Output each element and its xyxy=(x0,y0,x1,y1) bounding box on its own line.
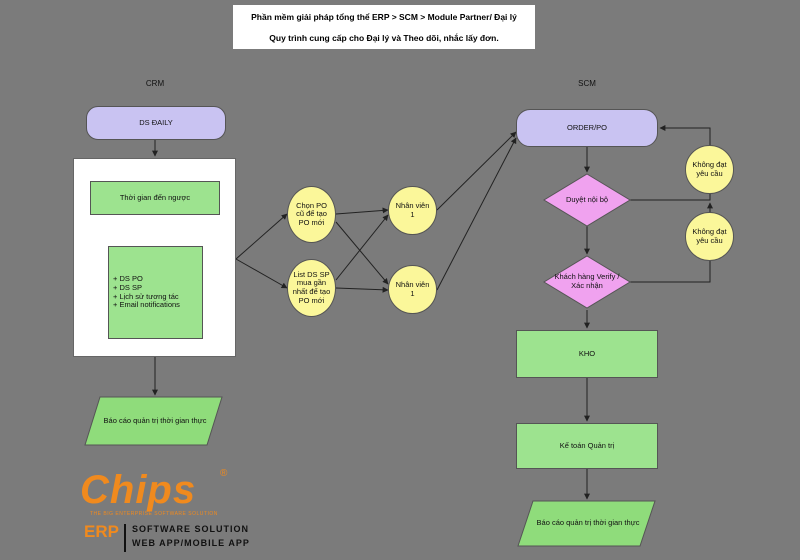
registered-mark: ® xyxy=(220,468,228,479)
arrow-list-to-nv-top xyxy=(335,214,389,281)
brand-line-1: SOFTWARE SOLUTION xyxy=(132,524,249,534)
node-ke-toan: Kế toán Quản trị xyxy=(516,423,658,469)
arrow-nv-bottom-to-order xyxy=(436,137,517,291)
node-ds-daily: DS ĐAILY xyxy=(86,106,226,140)
arrow-list-to-nv-bottom xyxy=(335,286,389,293)
node-bao-cao-left: Báo cáo quản trị thời gian thực xyxy=(103,415,207,425)
node-info-list: + DS PO + DS SP + Lịch sử tương tác + Em… xyxy=(108,246,203,339)
arrow-panel-to-chon-po xyxy=(235,213,288,260)
section-label-scm: SCM xyxy=(578,79,596,88)
node-kho: KHO xyxy=(516,330,658,378)
node-khong-dat-bottom: Không đạt yêu cầu xyxy=(685,212,734,261)
node-nhan-vien-bottom: Nhân viên 1 xyxy=(388,265,437,314)
brand-line-2: WEB APP/MOBILE APP xyxy=(132,538,250,548)
brand-divider xyxy=(124,524,126,552)
node-nhan-vien-top: Nhân viên 1 xyxy=(388,186,437,235)
header-title: Phần mềm giải pháp tổng thể ERP > SCM > … xyxy=(251,12,517,22)
decision-duyet-noi-bo xyxy=(543,173,631,227)
decision-khach-hang-verify xyxy=(543,255,631,309)
node-thoi-gian: Thời gian đến ngược xyxy=(90,181,220,215)
report-left-shape xyxy=(84,396,223,446)
brand-tagline: THE BIG ENTERPRISE SOFTWARE SOLUTION xyxy=(90,511,218,517)
report-right-shape xyxy=(517,500,656,547)
node-list-ds-sp: List DS SP mua gần nhất để tạo PO mới xyxy=(287,259,336,317)
section-label-crm: CRM xyxy=(145,79,165,88)
node-order-po: ORDER/PO xyxy=(516,109,658,147)
brand-wordmark: Chips xyxy=(80,468,197,512)
arrow-nv-top-to-order xyxy=(436,131,517,211)
list-item: + DS SP xyxy=(113,282,142,292)
arrow-panel-to-list-ds-sp xyxy=(235,258,288,289)
list-item: + Lịch sử tương tác xyxy=(113,291,179,301)
info-list: + DS PO + DS SP + Lịch sử tương tác + Em… xyxy=(113,275,180,310)
node-chon-po: Chọn PO cũ để tạo PO mới xyxy=(287,186,336,243)
list-item: + DS PO xyxy=(113,274,143,284)
label-duyet-noi-bo: Duyệt nội bộ xyxy=(565,194,609,204)
arrow-chon-po-to-nv-bottom xyxy=(335,221,389,285)
header-subtitle: Quy trình cung cấp cho Đại lý và Theo dõ… xyxy=(269,33,499,43)
brand-logo: Chips ® THE BIG ENTERPRISE SOFTWARE SOLU… xyxy=(72,466,312,556)
header-box: Phần mềm giải pháp tổng thể ERP > SCM > … xyxy=(233,5,535,49)
brand-erp: ERP xyxy=(84,522,119,541)
list-item: + Email notifications xyxy=(113,300,180,310)
node-bao-cao-right: Báo cáo quản trị thời gian thực xyxy=(536,518,640,528)
arrow-chon-po-to-nv-top xyxy=(335,207,389,215)
node-khong-dat-top: Không đạt yêu cầu xyxy=(685,145,734,194)
label-khach-hang-verify: Khách hàng Verify / Xác nhận xyxy=(554,272,620,290)
